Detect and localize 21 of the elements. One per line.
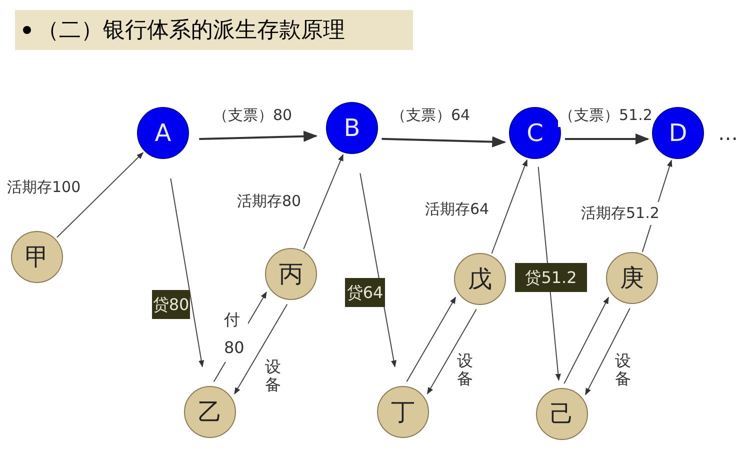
arrow — [56, 152, 144, 238]
arrow — [234, 304, 288, 395]
edge-label: 活期存51.2 — [580, 202, 660, 224]
edge-label: 贷80 — [152, 290, 190, 320]
arrow — [199, 130, 318, 142]
arrow — [491, 159, 528, 254]
arrow — [170, 178, 204, 368]
arrow — [564, 296, 610, 384]
arrow — [406, 296, 456, 382]
arrow — [584, 308, 630, 396]
arrow — [303, 154, 344, 250]
continuation-label: … — [718, 120, 738, 147]
title: （二）银行体系的派生存款原理 — [37, 16, 345, 44]
edge-label: 设备 — [615, 352, 631, 388]
edge-label: 设备 — [457, 352, 473, 388]
edge-label: 设备 — [265, 358, 281, 394]
arrow — [565, 133, 650, 145]
arrow — [426, 308, 477, 394]
edge-label: 贷64 — [345, 278, 385, 308]
arrow — [382, 136, 506, 148]
edge-label: 贷51.2 — [515, 263, 587, 292]
